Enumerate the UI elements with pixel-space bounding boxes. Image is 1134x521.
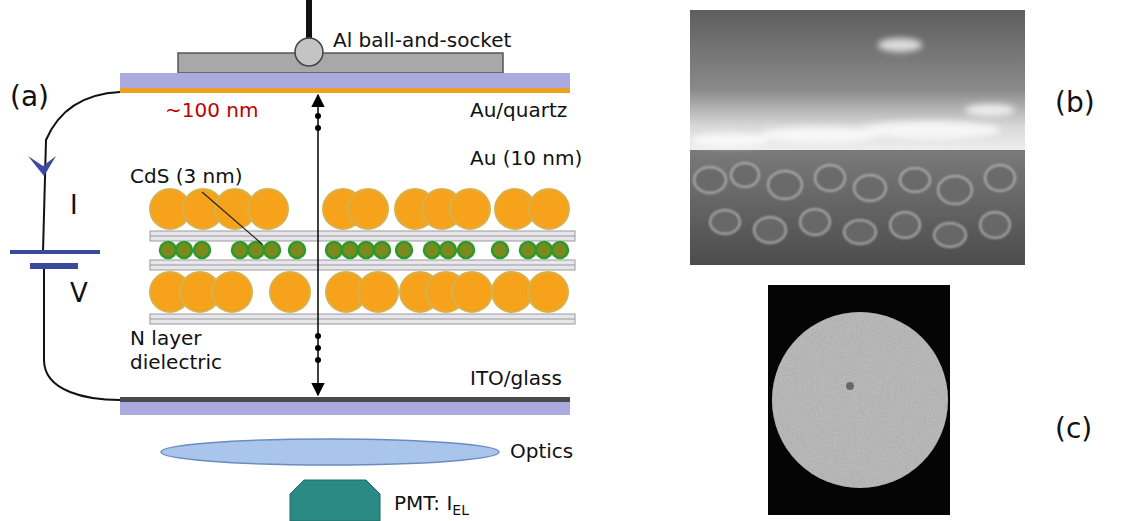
dielectric-layers xyxy=(150,231,575,324)
subscript: EL xyxy=(452,502,469,518)
part-name: Au/quartz xyxy=(470,98,567,122)
emission-texture xyxy=(772,312,948,488)
part-name: ITO/glass xyxy=(470,366,562,390)
part-name: CdS (3 nm) xyxy=(130,164,243,188)
pmt-body xyxy=(290,480,380,521)
node-label: Optics xyxy=(510,439,573,463)
cds-particles xyxy=(160,242,568,258)
au-particles xyxy=(150,272,568,312)
battery-symbol xyxy=(30,263,78,269)
node-caption: PMT: IEL xyxy=(394,491,469,519)
battery-symbol xyxy=(10,250,100,254)
glass-bar xyxy=(120,402,570,415)
current-arrow xyxy=(28,156,56,176)
quartz-bar xyxy=(120,73,570,88)
emission-spot xyxy=(772,312,948,488)
top-plate xyxy=(178,53,503,73)
panel-label: (a) xyxy=(10,80,49,114)
leader-line xyxy=(202,192,262,244)
optics-lens: Optics xyxy=(160,437,578,467)
emission-image xyxy=(768,285,950,515)
panel-label: (b) xyxy=(1055,86,1095,120)
dark-spot xyxy=(846,382,854,390)
panel-label: (c) xyxy=(1055,412,1092,446)
part-name: Al ball-and-socket xyxy=(333,28,511,52)
lens-shape xyxy=(160,437,500,467)
au-particles xyxy=(150,189,569,229)
pmt-detector: PMT: IEL xyxy=(290,480,473,521)
node-caption: Optics xyxy=(510,439,573,463)
lens-ellipse xyxy=(161,439,499,465)
part-name: Au (10 nm) xyxy=(470,146,582,170)
sem-image xyxy=(690,10,1025,265)
node-label: PMT: I xyxy=(394,491,452,515)
stem xyxy=(306,0,312,40)
ito-film xyxy=(120,397,570,402)
dimension: ~100 nm xyxy=(165,98,258,122)
gold-film xyxy=(120,88,570,93)
ball xyxy=(295,38,323,66)
wire xyxy=(44,266,120,400)
signal-name: I xyxy=(70,190,78,221)
wire xyxy=(43,92,120,252)
pmt-shape xyxy=(290,480,380,521)
ellipsis-dots xyxy=(315,101,321,363)
part-name: N layer dielectric xyxy=(130,326,255,374)
signal-name: V xyxy=(70,278,88,309)
